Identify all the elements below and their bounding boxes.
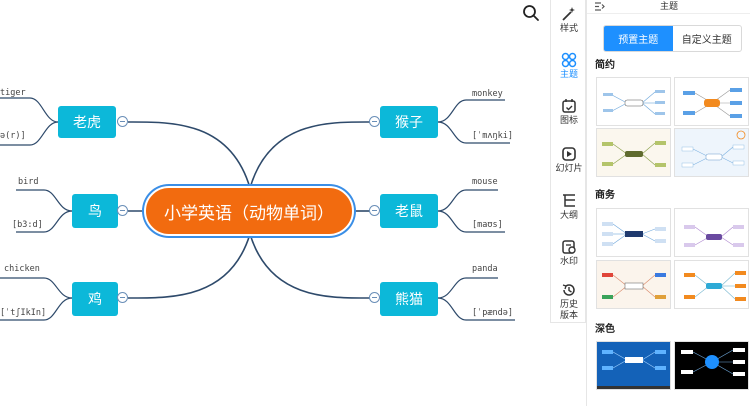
watermark-icon [562, 240, 576, 254]
leaf-chicken-word[interactable]: chicken [4, 264, 40, 274]
theme-preview [602, 273, 666, 299]
collapse-toggle-tiger[interactable] [117, 116, 128, 127]
theme-preview [681, 130, 746, 168]
toolbar-history[interactable]: 历史版本 [551, 282, 587, 322]
leaf-tiger-phonetic[interactable]: ə(r)] [0, 131, 26, 141]
theme-preview [681, 348, 745, 376]
topic-bird[interactable]: 鸟 [72, 194, 118, 228]
leaf-mouse-phonetic[interactable]: [maʊs] [472, 220, 503, 230]
theme-thumb[interactable] [596, 77, 671, 126]
toolbar-theme[interactable]: 主题 [551, 52, 587, 81]
mindmap-canvas[interactable]: 小学英语（动物单词） 老虎 鸟 鸡 猴子 老鼠 熊猫 tiger ə(r)] b… [0, 0, 550, 406]
clover-icon [561, 52, 577, 68]
panel-header: 主题 [587, 0, 750, 14]
leaf-chicken-phonetic[interactable]: [ˈtʃIkIn] [0, 308, 47, 318]
history-label-line2: 版本 [559, 311, 578, 321]
leaf-panda-phonetic[interactable]: [ˈpændə] [472, 308, 513, 318]
theme-thumb[interactable] [674, 260, 749, 309]
search-button[interactable] [522, 4, 540, 22]
connector-lines [0, 97, 515, 321]
tab-custom-theme[interactable]: 自定义主题 [681, 35, 732, 46]
collapse-toggle-mouse[interactable] [369, 205, 380, 216]
theme-thumb[interactable] [596, 260, 671, 309]
topic-chicken[interactable]: 鸡 [72, 282, 118, 316]
calendar-icon [562, 99, 576, 113]
collapse-toggle-panda[interactable] [369, 292, 380, 303]
outline-icon [563, 194, 575, 207]
search-icon [523, 5, 539, 21]
magic-wand-icon [562, 7, 575, 21]
collapse-panel-icon[interactable] [595, 2, 605, 11]
topic-monkey[interactable]: 猴子 [380, 106, 438, 138]
theme-thumb[interactable] [674, 128, 749, 177]
leaf-mouse-word[interactable]: mouse [472, 177, 498, 187]
history-label-line1: 历史 [559, 300, 578, 310]
history-icon [562, 284, 575, 296]
toolbar-style[interactable]: 样式 [551, 6, 587, 35]
leaf-monkey-word[interactable]: monkey [472, 89, 503, 99]
leaf-bird-word[interactable]: bird [18, 177, 39, 187]
collapse-toggle-chicken[interactable] [117, 292, 128, 303]
theme-thumb[interactable] [596, 128, 671, 177]
theme-preview [602, 222, 666, 246]
leaf-tiger-word[interactable]: tiger [0, 88, 26, 98]
leaf-bird-phonetic[interactable]: [b3:d] [12, 220, 43, 230]
leaf-panda-word[interactable]: panda [472, 264, 498, 274]
toolbar-outline[interactable]: 大纲 [551, 193, 587, 222]
theme-thumb[interactable] [674, 77, 749, 126]
theme-panel: 主题 预置主题 自定义主题 简约 [586, 0, 750, 406]
theme-tabs: 预置主题 自定义主题 [603, 25, 742, 52]
section-dark: 深色 [595, 324, 615, 335]
leaf-monkey-phonetic[interactable]: [ˈmʌŋki] [472, 131, 513, 141]
side-toolbar: 样式 主题 图标 幻灯片 [550, 0, 586, 323]
theme-thumb[interactable] [674, 208, 749, 257]
section-business: 商务 [595, 190, 615, 201]
theme-preview [602, 141, 666, 167]
theme-thumb[interactable] [596, 208, 671, 257]
slides-icon [562, 147, 576, 161]
collapse-toggle-monkey[interactable] [369, 116, 380, 127]
theme-thumb[interactable] [674, 341, 749, 390]
theme-preview [597, 350, 670, 389]
toolbar-slides[interactable]: 幻灯片 [551, 146, 587, 175]
theme-thumb[interactable] [596, 341, 671, 390]
theme-preview [684, 271, 746, 301]
theme-preview [683, 88, 742, 118]
theme-preview [684, 225, 744, 247]
theme-preview [603, 90, 665, 115]
panel-title: 主题 [659, 2, 678, 12]
topic-panda[interactable]: 熊猫 [380, 282, 438, 316]
toolbar-watermark[interactable]: 水印 [551, 239, 587, 268]
topic-mouse[interactable]: 老鼠 [380, 194, 438, 228]
central-topic[interactable]: 小学英语（动物单词） [144, 186, 354, 236]
collapse-toggle-bird[interactable] [117, 205, 128, 216]
toolbar-icon[interactable]: 图标 [551, 98, 587, 127]
section-simple: 简约 [595, 60, 615, 71]
topic-tiger[interactable]: 老虎 [58, 106, 116, 138]
tab-preset-theme[interactable]: 预置主题 [604, 26, 673, 51]
